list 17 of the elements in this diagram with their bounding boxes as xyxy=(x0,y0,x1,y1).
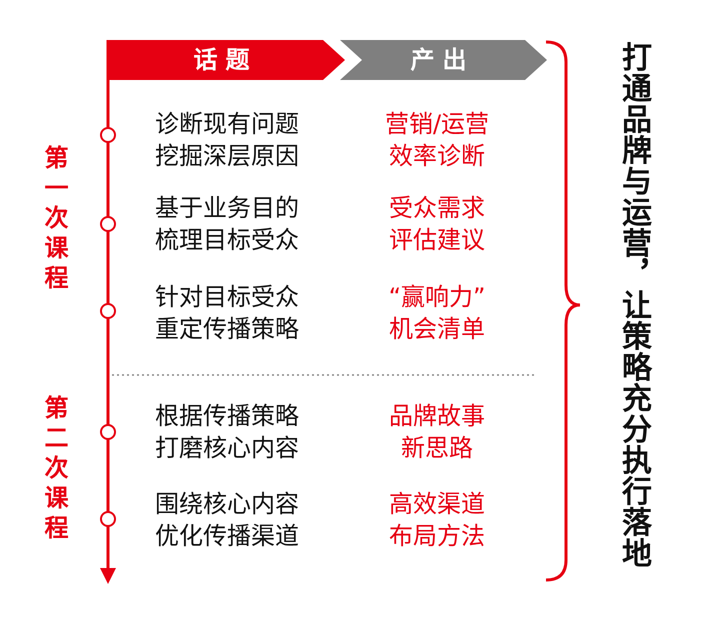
session-label: 第二次课程 xyxy=(40,395,68,545)
header-text: 产 出 xyxy=(409,45,468,76)
topic-text: 围绕核心内容优化传播渠道 xyxy=(155,488,305,552)
output-text: 高效渠道布局方法 xyxy=(387,488,487,552)
topic-text: 基于业务目的梳理目标受众 xyxy=(155,192,305,256)
output-text: “赢响力”机会清单 xyxy=(382,281,492,345)
slogan-text: 打通品牌与运营，让策略充分执行落地 xyxy=(616,42,650,569)
output-text: 受众需求评估建议 xyxy=(387,192,487,256)
output-text: 品牌故事新思路 xyxy=(387,400,487,464)
topic-text: 诊断现有问题挖掘深层原因 xyxy=(155,108,305,172)
topic-header-band xyxy=(108,40,345,80)
session-label: 第一次课程 xyxy=(40,145,68,295)
output-header-band xyxy=(340,40,547,80)
topic-text: 针对目标受众重定传播策略 xyxy=(155,281,305,345)
topic-text: 根据传播策略打磨核心内容 xyxy=(155,400,305,464)
header-text: 话 题 xyxy=(192,45,251,76)
output-text: 营销/运营效率诊断 xyxy=(376,108,498,172)
